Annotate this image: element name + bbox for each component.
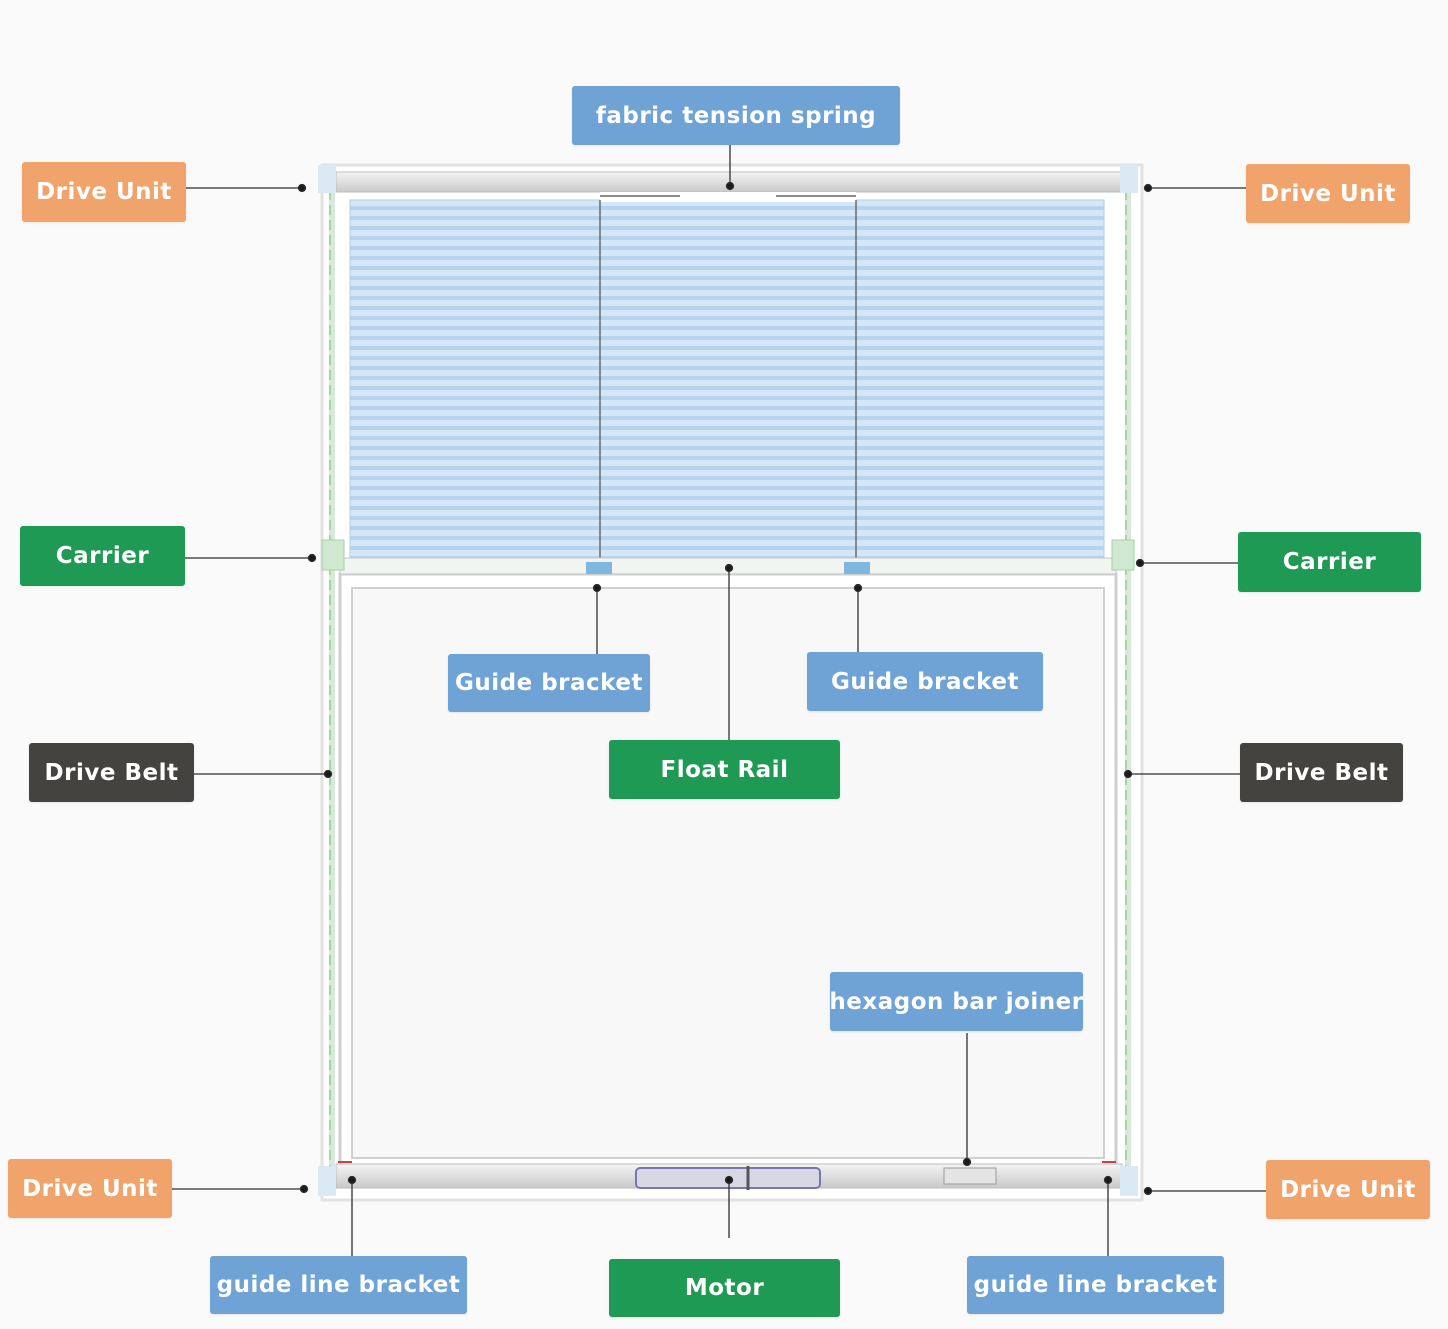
guide-line-bracket-left-label: guide line bracket [210,1256,467,1314]
drive-unit-bottom-left-label: Drive Unit [8,1159,172,1218]
guide-bracket-left-block [586,562,612,574]
dot-hexagon-bar-joiner [962,1157,972,1167]
dot-drive-unit-bottom-right [1143,1186,1153,1196]
dot-motor [724,1175,734,1185]
guide-bracket-right-label: Guide bracket [807,652,1043,711]
carrier-right-block [1111,539,1135,571]
carrier-right-label: Carrier [1238,532,1421,592]
dot-drive-unit-bottom-left [299,1184,309,1194]
drive-unit-top-left-label: Drive Unit [22,162,186,222]
drive-unit-bottom-left-block [318,1166,336,1196]
drive-unit-bottom-right-label: Drive Unit [1266,1160,1430,1219]
pleated-fabric [349,199,1105,559]
carrier-left-block [321,539,345,571]
dot-fabric-tension-spring [725,181,735,191]
dot-drive-belt-left [323,769,333,779]
guide-bracket-right-block [844,562,870,574]
fabric-tension-spring-label: fabric tension spring [572,86,900,145]
drive-unit-top-right-label: Drive Unit [1246,164,1410,223]
dot-carrier-right [1135,558,1145,568]
drive-belt-right-label: Drive Belt [1240,743,1403,802]
guide-line-bracket-right-label: guide line bracket [967,1256,1224,1314]
dot-drive-unit-top-left [297,183,307,193]
dot-carrier-left [307,553,317,563]
dot-drive-belt-right [1123,769,1133,779]
float-rail-label: Float Rail [609,740,840,799]
drive-unit-top-right-block [1120,165,1138,193]
motor-label: Motor [609,1259,840,1317]
dot-drive-unit-top-right [1143,183,1153,193]
drive-unit-bottom-right-block [1120,1166,1138,1196]
drive-belt-left-label: Drive Belt [29,743,194,802]
hexagon-bar-joiner-block [943,1167,997,1185]
dot-float-rail [724,563,734,573]
guide-bracket-left-label: Guide bracket [448,654,650,712]
carrier-left-label: Carrier [20,526,185,586]
dot-guide-bracket-right [853,583,863,593]
drive-unit-top-left-block [318,165,336,193]
dot-guide-bracket-left [592,583,602,593]
dot-guide-line-bracket-right [1103,1175,1113,1185]
top-cover [600,192,856,202]
hexagon-bar-joiner-label: hexagon bar joiner [829,972,1083,1031]
dot-guide-line-bracket-left [347,1175,357,1185]
